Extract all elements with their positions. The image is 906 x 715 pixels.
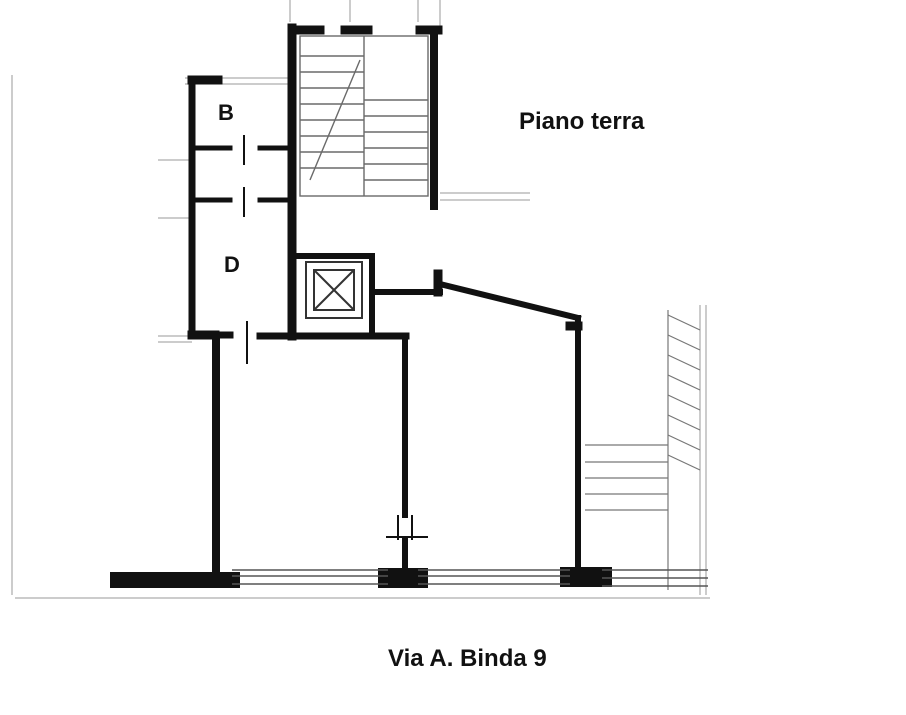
- elevator: [305, 261, 363, 319]
- room-b-label: B: [218, 100, 234, 125]
- room-d-label: D: [224, 252, 240, 277]
- neighbour-stairs: [585, 310, 701, 590]
- staircase: [299, 35, 429, 197]
- facade-windows: [232, 569, 708, 587]
- address-label: Via A. Binda 9: [388, 645, 547, 672]
- floor-label: Piano terra: [519, 108, 645, 135]
- doors: [243, 135, 428, 540]
- walls: [110, 23, 612, 588]
